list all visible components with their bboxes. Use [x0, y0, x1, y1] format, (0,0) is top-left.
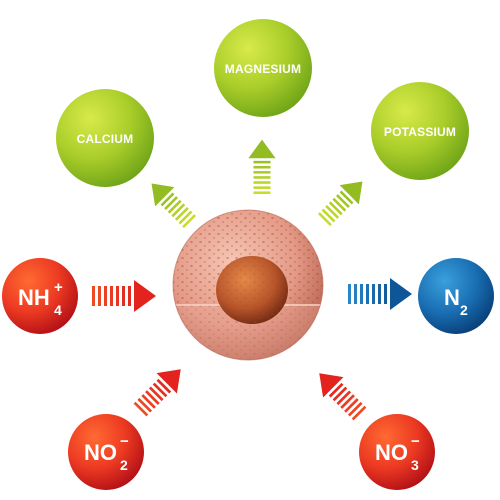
arrow-to-calcium — [141, 173, 200, 232]
no3-base: NO — [375, 440, 408, 465]
magnesium-label: MAGNESIUM — [225, 62, 301, 76]
svg-text:NH: NH — [18, 285, 50, 310]
arrow-to-magnesium — [248, 139, 276, 194]
n2-base: N — [444, 285, 460, 310]
arrow-from-nh4 — [92, 280, 156, 312]
porous-sphere — [172, 209, 324, 361]
arrow-to-potassium — [314, 171, 373, 230]
no3-superscript: − — [411, 433, 420, 450]
n2-subscript: 2 — [460, 302, 468, 318]
no2-base: NO — [84, 440, 117, 465]
node-potassium: POTASSIUM — [371, 82, 469, 180]
no2-superscript: − — [120, 433, 129, 450]
node-nh4: NH + 4 — [2, 258, 78, 334]
potassium-label: POTASSIUM — [384, 125, 456, 139]
node-calcium: CALCIUM — [56, 89, 154, 187]
node-n2: N 2 — [418, 258, 494, 334]
sphere-core — [216, 256, 288, 324]
nh4-base: NH — [18, 285, 50, 310]
calcium-label: CALCIUM — [77, 132, 134, 146]
arrow-to-n2 — [348, 278, 412, 310]
nh4-superscript: + — [54, 279, 63, 296]
node-no3: NO − 3 — [359, 414, 435, 490]
arrow-from-no2 — [129, 359, 191, 421]
arrow-from-no3 — [309, 363, 371, 425]
node-magnesium: MAGNESIUM — [214, 19, 312, 117]
node-no2: NO − 2 — [68, 414, 144, 490]
no2-subscript: 2 — [120, 457, 128, 473]
nh4-subscript: 4 — [54, 302, 62, 318]
no3-subscript: 3 — [411, 457, 419, 473]
